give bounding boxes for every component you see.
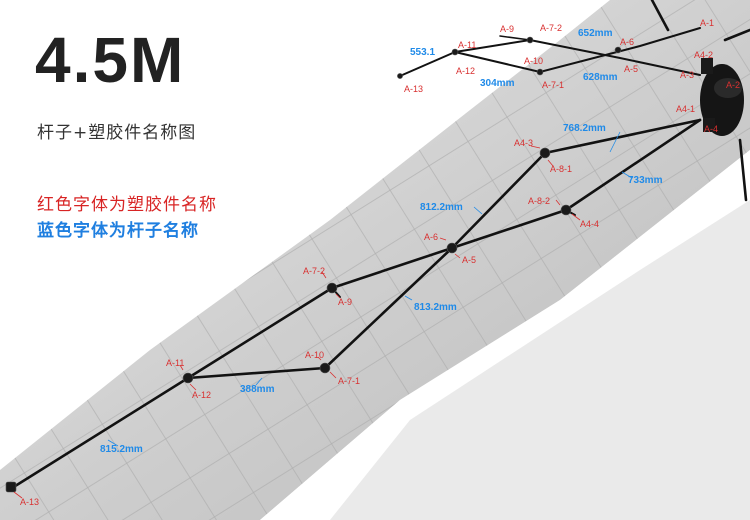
small-label-a7-2: A-7-2 [540,23,562,33]
small-label-a11: A-11 [458,40,476,50]
label-rod-733: 733mm [628,175,663,186]
label-rod-812-2: 812.2mm [420,202,463,213]
label-a4-3: A4-3 [514,138,533,148]
hub-label-a3: A-3 [680,70,694,80]
small-joint-a13 [397,73,403,79]
joint-a13 [5,481,17,493]
label-a12: A-12 [192,390,211,400]
joint-a11-a12 [182,372,194,384]
label-rod-388: 388mm [240,384,275,395]
rod-813-2-upper [450,151,547,250]
legend-red: 红色字体为塑胶件名称 [37,195,217,215]
small-label-a5: A-5 [624,64,638,74]
hub-label-a2: A-2 [726,80,740,90]
small-label-a6: A-6 [620,37,634,47]
hub-label-a4-1: A4-1 [676,104,695,114]
small-label-rod-304: 304mm [480,78,515,89]
joints [5,147,572,493]
small-rig-labels: A-9 A-7-2 652mm A-11 553.1 A-6 A-10 A-5 … [404,23,638,94]
rod-733 [564,118,702,212]
small-label-a9: A-9 [500,24,514,34]
label-rod-768-2: 768.2mm [563,123,606,134]
small-label-a7-1: A-7-1 [542,80,564,90]
label-a9: A-9 [338,297,352,307]
label-a10: A-10 [305,350,324,360]
hub-labels: A-1 A4-2 A-2 A-3 A4-1 A-4 [676,18,740,134]
joint-a82-a44 [560,204,572,216]
small-joint-a11 [451,48,459,56]
label-a6: A-6 [424,232,438,242]
small-label-rod-628: 628mm [583,72,618,83]
rod-813-2-lower [323,246,454,370]
label-a7-1: A-7-1 [338,376,360,386]
hub-label-a1: A-1 [700,18,714,28]
label-a11: A-11 [166,358,184,368]
label-a5: A-5 [462,255,476,265]
main-rod-assembly [10,118,702,490]
rod-768-2 [543,118,702,155]
label-a4-4: A4-4 [580,219,599,229]
small-label-a12: A-12 [456,66,475,76]
label-rod-815-2: 815.2mm [100,444,143,455]
small-joint-a6 [614,46,622,54]
leader-lines [13,131,633,499]
label-rod-813-2: 813.2mm [414,302,457,313]
rod-upper-segment [186,286,334,380]
plastic-labels: A4-3 A-8-1 A-8-2 A4-4 A-6 A-5 A-7-2 A-9 … [20,138,599,507]
small-label-a10: A-10 [524,56,543,66]
rod-812-2-lower [330,246,454,290]
page-title: 4.5M [35,24,186,96]
small-rod-assembly [397,27,701,79]
small-label-rod-652: 652mm [578,28,613,39]
rod-812-2-upper [450,208,568,250]
small-label-rod-553-1: 553.1 [410,47,435,58]
label-a7-2: A-7-2 [303,266,325,276]
joint-a10-a71 [319,362,331,374]
small-label-a13: A-13 [404,84,423,94]
hub-label-a4: A-4 [704,124,718,134]
rod-815-2 [10,376,190,490]
joint-a43-a81 [539,147,551,159]
label-a8-1: A-8-1 [550,164,572,174]
legend-blue: 蓝色字体为杆子名称 [37,221,199,241]
joint-a72-a9 [326,282,338,294]
small-joint-a71 [536,68,544,76]
page-subtitle: 杆子+塑胶件名称图 [37,123,197,143]
joint-a6-a5 [446,242,458,254]
label-a8-2: A-8-2 [528,196,550,206]
hub-label-a4-2: A4-2 [694,50,713,60]
small-joint-a72 [526,36,534,44]
hub [650,0,750,202]
label-a13: A-13 [20,497,39,507]
rod-388 [186,366,327,380]
rod-labels: 768.2mm 733mm 812.2mm 813.2mm 388mm 815.… [100,123,663,455]
